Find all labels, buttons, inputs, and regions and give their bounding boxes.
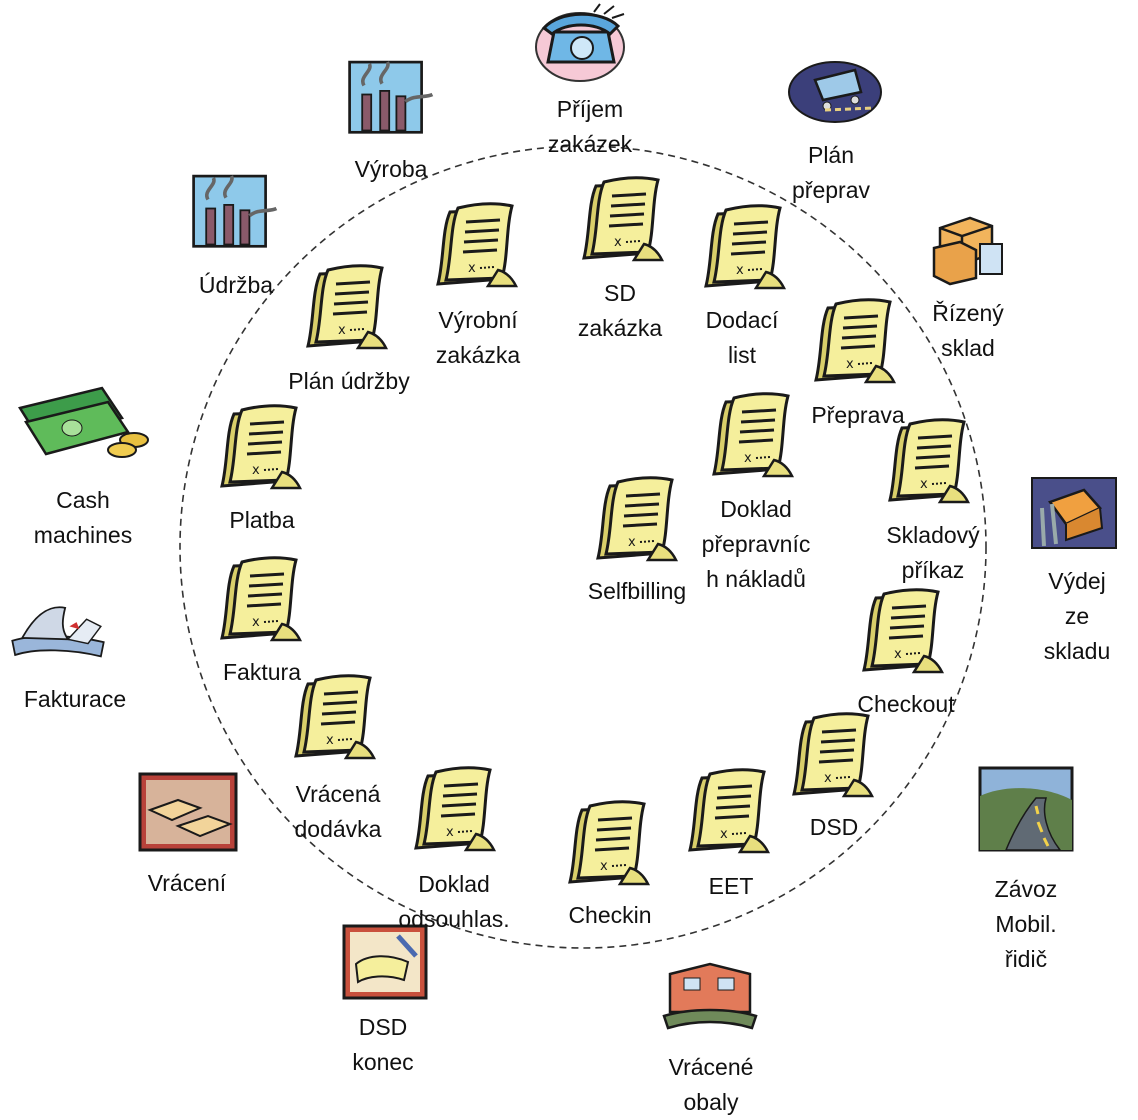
- document-icon: [306, 264, 388, 350]
- outer-label: Údržba: [198, 272, 274, 298]
- document-icon: [220, 556, 302, 642]
- document-icon: [814, 298, 896, 384]
- document-icon: [436, 202, 518, 288]
- doc-label: Checkout: [857, 691, 955, 717]
- building-icon: [662, 962, 758, 1030]
- doc-label: Plán údržby: [288, 368, 410, 394]
- document-icon: [862, 588, 944, 674]
- money-icon: [18, 386, 149, 458]
- road-icon: [978, 766, 1074, 852]
- factory-icon: [348, 60, 434, 134]
- document-icon: [220, 404, 302, 490]
- outer-label: Vrácení: [147, 870, 227, 896]
- document-icon: [596, 476, 678, 562]
- boxes-icon: [932, 216, 1003, 286]
- doc-label: Selfbilling: [587, 578, 687, 604]
- telephone-icon: [535, 3, 625, 82]
- doc-label: Platba: [229, 507, 295, 533]
- document-icon: [568, 800, 650, 886]
- document-icon: [704, 204, 786, 290]
- doc-label: Checkin: [568, 902, 652, 928]
- doc-label: Faktura: [223, 659, 301, 685]
- document-icon: [712, 392, 794, 478]
- document-icon: [792, 712, 874, 798]
- signing-icon: [342, 924, 428, 1000]
- warehouse-icon: [1031, 477, 1117, 549]
- document-icon: [294, 674, 376, 760]
- newspaper-icon: [11, 606, 105, 658]
- document-icon: [888, 418, 970, 504]
- factory-icon: [192, 174, 278, 248]
- document-icon: [688, 768, 770, 854]
- document-icon: [414, 766, 496, 852]
- conveyor-icon: [138, 772, 238, 852]
- shopping-cart-icon: [788, 61, 882, 123]
- outer-label: Fakturace: [23, 686, 127, 712]
- doc-label: DSD: [809, 814, 859, 840]
- outer-label: Výroba: [354, 156, 428, 182]
- doc-label: Přeprava: [811, 402, 905, 428]
- document-icon: [582, 176, 664, 262]
- doc-label: EET: [708, 873, 754, 899]
